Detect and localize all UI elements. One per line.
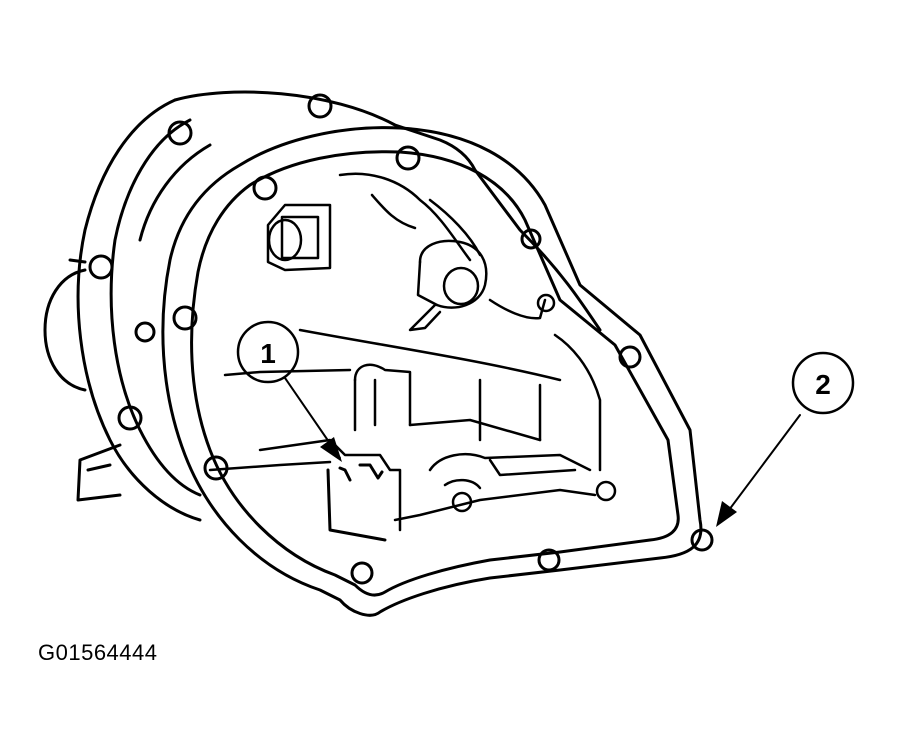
- seal-insert: [326, 463, 387, 542]
- figure-code: G01564444: [38, 640, 158, 665]
- callout-arrowheads: [320, 437, 737, 527]
- gasket: [161, 126, 714, 617]
- callout-1-circle: [236, 320, 300, 384]
- callout-1-number: 1: [260, 338, 276, 369]
- callout-2-number: 2: [815, 369, 831, 400]
- callout-leaders: [284, 377, 801, 523]
- callout-2-circle: [791, 351, 855, 415]
- housing-interior: [208, 172, 617, 532]
- housing-body: [43, 90, 602, 522]
